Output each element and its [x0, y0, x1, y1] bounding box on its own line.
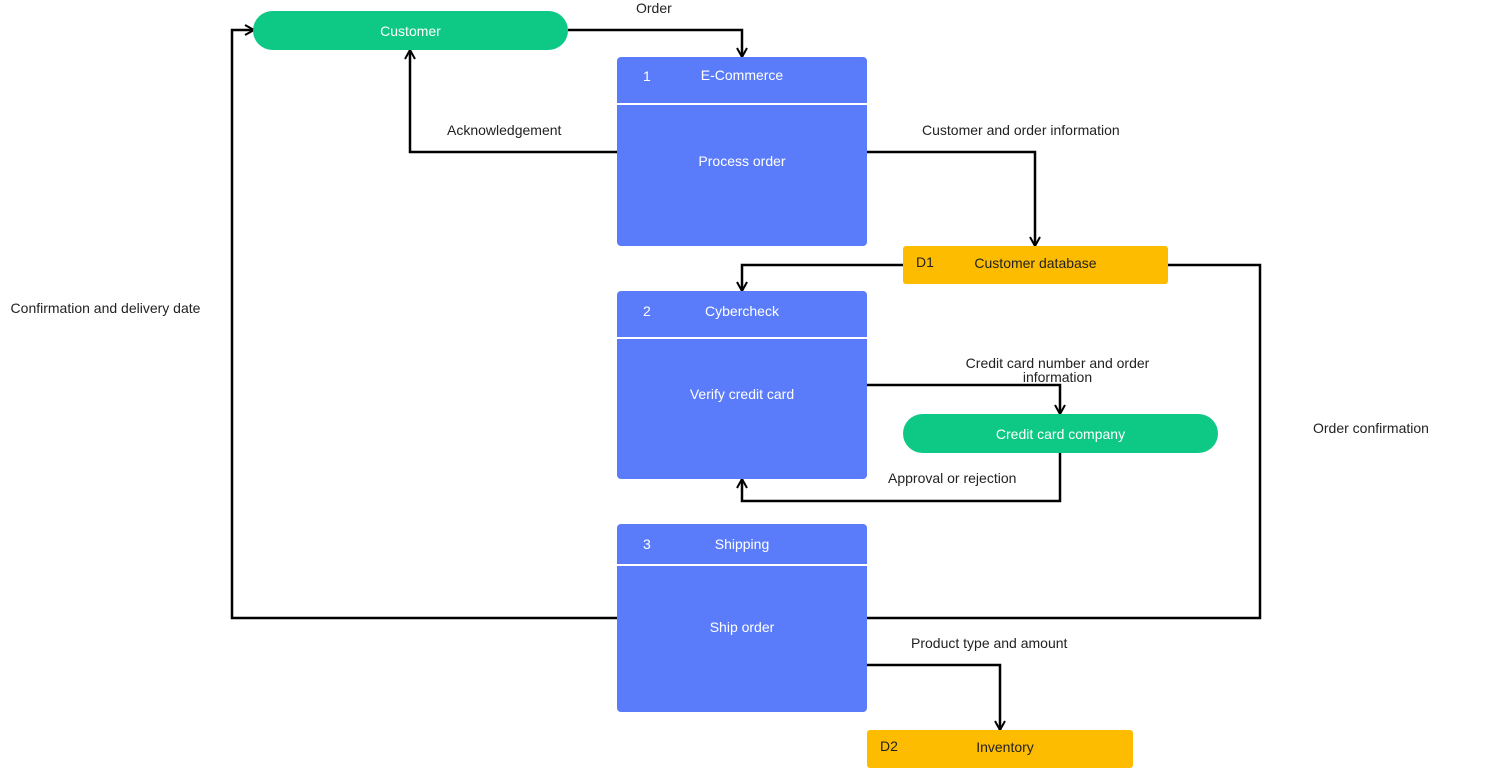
flow-confirmation-delivery-connector	[230, 30, 617, 620]
flow-label-order-confirmation: Order confirmation	[1313, 420, 1429, 436]
process-ecommerce[interactable]: 1 E-Commerce Process order	[617, 57, 867, 246]
credit-card-company-entity[interactable]: Credit card company	[903, 414, 1218, 453]
process-description: Process order	[698, 153, 786, 169]
process-title: Cybercheck	[705, 303, 779, 319]
flow-product-type-connector	[867, 663, 1000, 730]
process-header	[617, 524, 867, 566]
process-description: Ship order	[709, 619, 775, 635]
flow-db-to-cybercheck-connector	[742, 263, 903, 291]
flow-order-connector	[568, 28, 742, 57]
store-id: D2	[880, 738, 898, 754]
process-header	[617, 291, 867, 339]
flow-order-confirmation-connector	[867, 263, 1262, 620]
store-id: D1	[916, 254, 934, 270]
flow-label-credit-card-number: Credit card number and order information	[965, 355, 1150, 385]
flow-label-customer-order-info: Customer and order information	[922, 122, 1120, 138]
flow-label-product-type: Product type and amount	[911, 635, 1068, 651]
flow-customer-order-info-connector	[867, 150, 1035, 246]
process-title: Shipping	[714, 536, 770, 552]
credit-card-company-label: Credit card company	[995, 425, 1126, 442]
store-name: Inventory	[976, 739, 1034, 755]
store-name: Customer database	[974, 255, 1097, 271]
process-number: 3	[643, 536, 651, 552]
process-cybercheck[interactable]: 2 Cybercheck Verify credit card	[617, 291, 867, 479]
flow-acknowledgement-connector	[410, 50, 617, 154]
flow-label-order: Order	[636, 0, 672, 16]
flow-credit-card-number-connector	[867, 383, 1060, 414]
customer-entity[interactable]: Customer	[253, 11, 568, 50]
flow-label-approval: Approval or rejection	[888, 470, 1017, 486]
flow-approval-connector	[742, 453, 1062, 503]
flow-label-confirmation-delivery: Confirmation and delivery date	[10, 300, 201, 316]
process-number: 1	[643, 68, 651, 84]
process-shipping[interactable]: 3 Shipping Ship order	[617, 524, 867, 712]
process-header	[617, 57, 867, 105]
flow-label-acknowledgement: Acknowledgement	[447, 122, 562, 138]
store-customer-database[interactable]: D1 Customer database	[903, 246, 1168, 284]
process-description: Verify credit card	[689, 386, 795, 402]
customer-entity-label: Customer	[380, 22, 441, 39]
process-number: 2	[643, 303, 651, 319]
process-title: E-Commerce	[700, 67, 784, 83]
store-inventory[interactable]: D2 Inventory	[867, 730, 1133, 768]
